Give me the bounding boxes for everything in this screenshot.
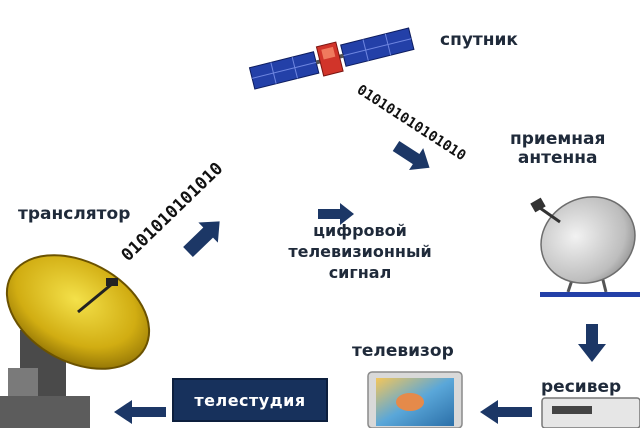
uplink-bitstream: 0101010101010: [118, 159, 228, 266]
receiver-to-tv-arrow: [480, 400, 532, 424]
signal-label-line3: сигнал: [328, 263, 392, 282]
receive-antenna-label: приемная антенна: [510, 130, 605, 168]
receiver-icon: [541, 397, 640, 428]
downlink-arrow: [392, 140, 430, 170]
receive-antenna-label-line2: антенна: [517, 148, 598, 168]
uplink-arrow: [183, 221, 220, 258]
signal-label: цифровой телевизионный сигнал: [255, 220, 465, 283]
translator-label: транслятор: [18, 204, 131, 224]
transmitting-dish-icon: [0, 254, 151, 428]
signal-label-line2: телевизионный: [288, 242, 432, 261]
receive-antenna-label-line1: приемная: [510, 129, 606, 149]
antenna-to-receiver-arrow: [578, 324, 606, 362]
satellite-icon: [248, 27, 415, 90]
signal-legend-arrow: [318, 203, 354, 225]
studio-to-translator-arrow: [114, 400, 166, 424]
signal-label-line1: цифровой: [313, 221, 407, 240]
tv-label: телевизор: [352, 341, 454, 361]
tv-icon: [367, 371, 463, 428]
studio-box: телестудия: [172, 378, 328, 422]
receiving-dish-icon: [530, 196, 640, 297]
receiver-label: ресивер: [541, 377, 622, 397]
studio-label: телестудия: [194, 390, 306, 410]
satellite-label: спутник: [440, 30, 518, 50]
